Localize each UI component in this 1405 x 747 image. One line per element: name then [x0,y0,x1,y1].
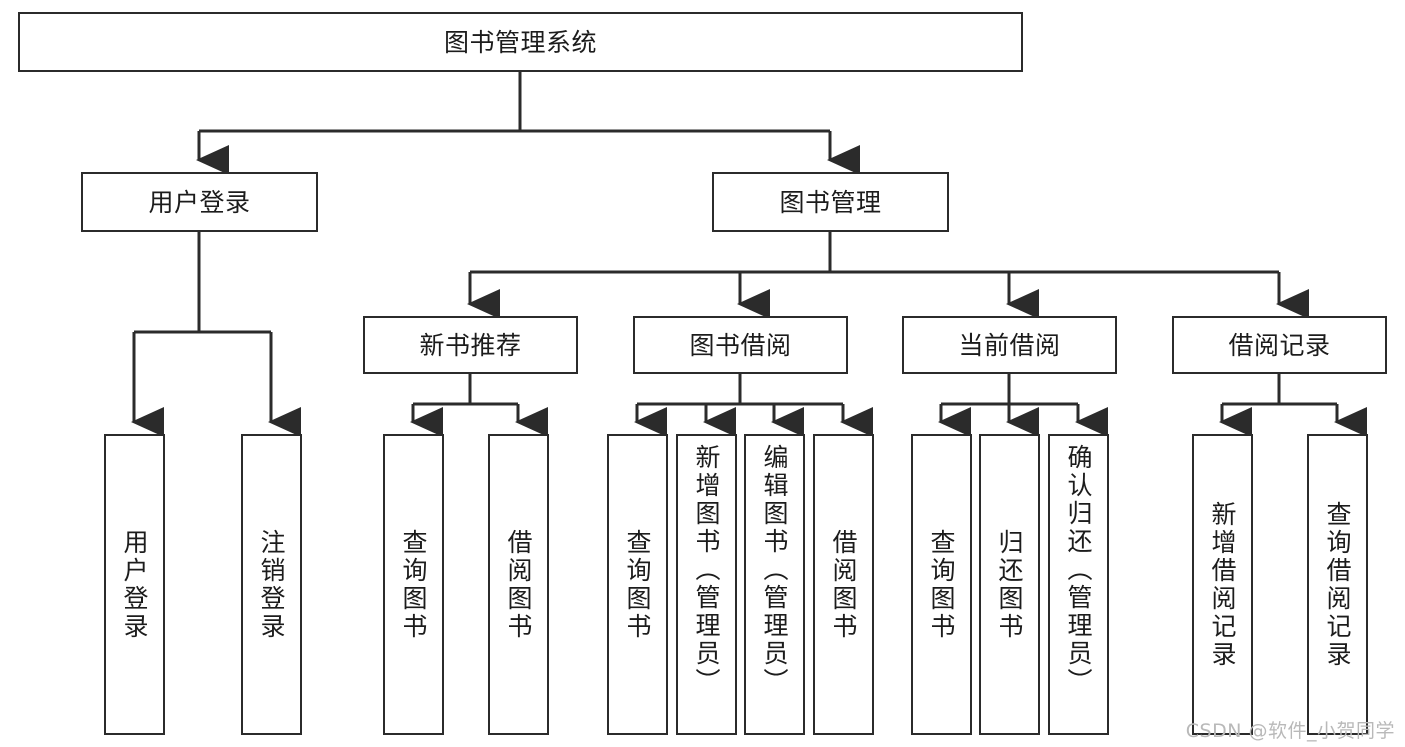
node-current-borrow[interactable]: 当前借阅 [902,316,1117,374]
node-leaf-query-borrow-record[interactable]: 查询借阅记录 [1307,434,1368,735]
node-label: 用户登录 [148,187,251,217]
node-leaf-return-book[interactable]: 归还图书 [979,434,1040,735]
node-label: 借阅图书 [829,528,858,641]
node-label: 当前借阅 [958,330,1061,360]
node-label: 借阅记录 [1228,330,1331,360]
node-label: 查询图书 [927,528,956,641]
node-label: 新增图书（管理员） [692,444,721,696]
node-label: 用户登录 [120,528,149,641]
node-label: 新增借阅记录 [1208,500,1237,669]
node-leaf-user-login[interactable]: 用户登录 [104,434,165,735]
node-new-book-recommend[interactable]: 新书推荐 [363,316,578,374]
csdn-watermark: CSDN @软件_小贺同学 [1185,720,1395,742]
node-leaf-query-book-borrow[interactable]: 查询图书 [607,434,668,735]
node-borrow-record[interactable]: 借阅记录 [1172,316,1387,374]
node-leaf-borrow-book-recommend[interactable]: 借阅图书 [488,434,549,735]
node-label: 图书管理 [779,187,882,217]
node-leaf-edit-book[interactable]: 编辑图书（管理员） [744,434,805,735]
node-label: 借阅图书 [504,528,533,641]
node-label: 确认归还（管理员） [1064,444,1093,696]
node-label: 查询图书 [623,528,652,641]
node-book-manage[interactable]: 图书管理 [712,172,949,232]
node-leaf-query-book-current[interactable]: 查询图书 [911,434,972,735]
node-label: 归还图书 [995,528,1024,641]
node-user-login[interactable]: 用户登录 [81,172,318,232]
node-leaf-confirm-return[interactable]: 确认归还（管理员） [1048,434,1109,735]
node-label: 图书借阅 [689,330,792,360]
node-label: 注销登录 [257,528,286,641]
node-label: 查询图书 [399,528,428,641]
node-leaf-add-book[interactable]: 新增图书（管理员） [676,434,737,735]
node-label: 图书管理系统 [443,27,597,57]
node-label: 新书推荐 [419,330,522,360]
node-label: 编辑图书（管理员） [760,444,789,696]
node-leaf-borrow-book[interactable]: 借阅图书 [813,434,874,735]
node-book-borrow[interactable]: 图书借阅 [633,316,848,374]
node-leaf-user-logout[interactable]: 注销登录 [241,434,302,735]
node-label: 查询借阅记录 [1323,500,1352,669]
node-root-book-management-system[interactable]: 图书管理系统 [18,12,1023,72]
node-leaf-query-book-recommend[interactable]: 查询图书 [383,434,444,735]
node-leaf-add-borrow-record[interactable]: 新增借阅记录 [1192,434,1253,735]
